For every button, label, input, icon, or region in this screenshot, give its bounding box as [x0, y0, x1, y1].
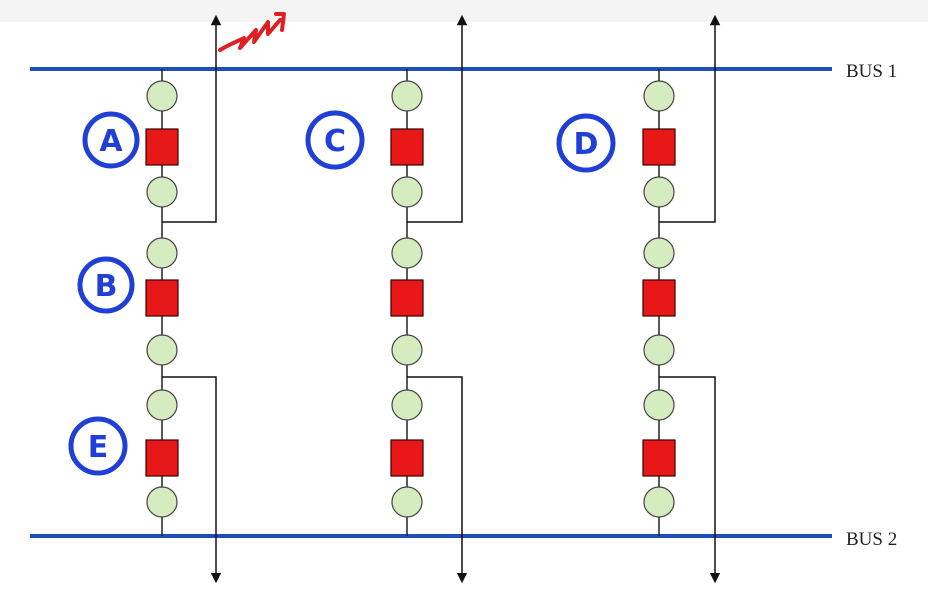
label-c-text: C — [324, 124, 346, 159]
feeder-3-upper — [659, 14, 721, 223]
label-b-circle — [77, 256, 135, 314]
breaker-d3-3 — [642, 439, 676, 477]
label-b-text: B — [95, 269, 118, 304]
isolator-d3-2 — [643, 176, 675, 208]
diameter-2 — [390, 14, 468, 584]
diameter-1 — [145, 14, 222, 584]
label-c: C — [305, 110, 365, 170]
breaker-d2-2 — [390, 279, 424, 317]
label-d-text: D — [574, 127, 599, 162]
label-e-text: E — [88, 430, 109, 465]
label-a: A — [82, 111, 140, 169]
label-a-circle — [82, 111, 140, 169]
label-d: D — [556, 113, 616, 173]
isolator-d1-2 — [146, 176, 178, 208]
breaker-d3-2 — [642, 279, 676, 317]
feeder-2-upper — [407, 14, 468, 223]
isolator-d3-6 — [643, 486, 675, 518]
isolator-d2-2 — [391, 176, 423, 208]
feeder-1-upper — [162, 14, 222, 223]
label-e: E — [68, 416, 128, 476]
breaker-d1-1 — [145, 128, 179, 166]
isolator-d1-6 — [146, 486, 178, 518]
isolator-d1-5 — [146, 389, 178, 421]
isolator-d2-6 — [391, 486, 423, 518]
label-e-circle — [68, 416, 128, 476]
diameters — [145, 14, 721, 584]
bus-2-label: BUS 2 — [846, 529, 897, 550]
feeder-2-lower — [407, 376, 468, 584]
breaker-d1-2 — [145, 279, 179, 317]
isolator-d1-3 — [146, 237, 178, 269]
feeder-1-lower — [162, 376, 222, 584]
breaker-d2-1 — [390, 128, 424, 166]
red-squiggle-stroke — [218, 18, 282, 52]
isolator-d2-4 — [391, 334, 423, 366]
bus-1-label: BUS 1 — [846, 61, 897, 82]
isolator-d3-4 — [643, 334, 675, 366]
red-squiggle-annotation — [218, 12, 286, 52]
label-a-text: A — [99, 124, 123, 159]
isolator-d3-3 — [643, 237, 675, 269]
breaker-d2-3 — [390, 439, 424, 477]
label-b: B — [77, 256, 135, 314]
label-c-circle — [305, 110, 365, 170]
feeder-3-lower — [659, 376, 721, 584]
isolator-d2-5 — [391, 389, 423, 421]
label-d-circle — [556, 113, 616, 173]
top-strip — [0, 0, 928, 22]
breaker-d3-1 — [642, 128, 676, 166]
isolator-d3-1 — [643, 80, 675, 112]
isolator-d3-5 — [643, 389, 675, 421]
isolator-d1-4 — [146, 334, 178, 366]
isolator-d2-1 — [391, 80, 423, 112]
isolator-d1-1 — [146, 80, 178, 112]
breaker-d1-3 — [145, 439, 179, 477]
diameter-3 — [642, 14, 721, 584]
isolator-d2-3 — [391, 237, 423, 269]
red-squiggle-arrowhead — [274, 12, 286, 32]
